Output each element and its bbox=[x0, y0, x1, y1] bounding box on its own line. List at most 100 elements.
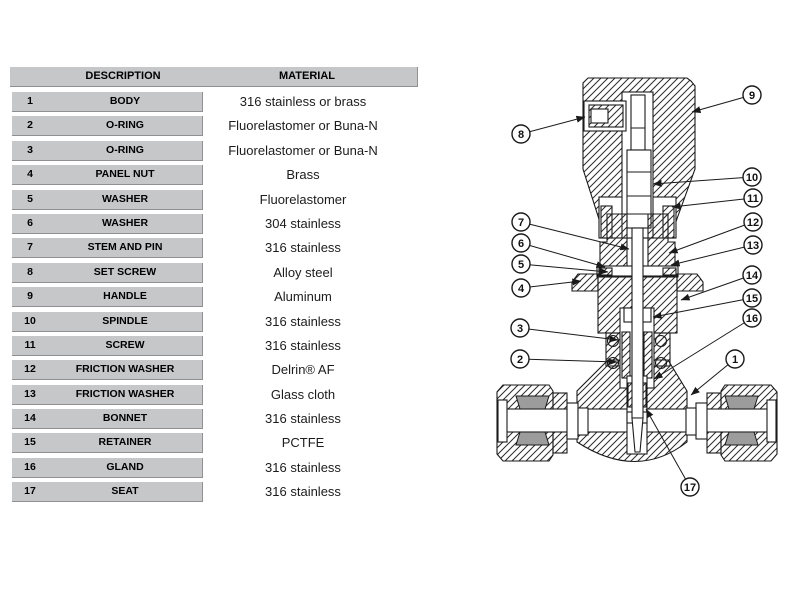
part-description: SET SCREW bbox=[93, 265, 157, 278]
table-row: 11 SCREW 316 stainless bbox=[12, 335, 417, 356]
part-number: 10 bbox=[24, 314, 36, 327]
callout-circle-16 bbox=[742, 308, 762, 328]
header-material: MATERIAL bbox=[278, 70, 335, 82]
part-material: Fluorelastomer or Buna-N bbox=[228, 142, 378, 158]
flow-tubes bbox=[497, 395, 777, 446]
row-bar: 4 PANEL NUT bbox=[12, 165, 203, 186]
table-row: 1 BODY 316 stainless or brass bbox=[12, 92, 417, 112]
part-number: 4 bbox=[27, 168, 33, 181]
stem-tip bbox=[631, 417, 644, 453]
row-bar: 15 RETAINER bbox=[12, 433, 203, 454]
part-number: 1 bbox=[27, 95, 33, 107]
callout-number-5: 5 bbox=[518, 259, 524, 271]
callout-leader-14 bbox=[680, 274, 753, 301]
row-bar: 2 O-RING bbox=[12, 116, 203, 137]
parts-table-body: 1 BODY 316 stainless or brass 2 O-RING F… bbox=[10, 92, 417, 503]
part-material: PCTFE bbox=[281, 435, 325, 451]
table-row: 7 STEM AND PIN 316 stainless bbox=[12, 238, 417, 259]
callout-circle-4 bbox=[511, 278, 531, 298]
callout-number-7: 7 bbox=[518, 217, 524, 229]
row-bar: 14 BONNET bbox=[12, 409, 203, 430]
o-ring bbox=[654, 334, 668, 348]
callout-number-11: 11 bbox=[747, 193, 759, 205]
o-ring bbox=[654, 356, 668, 370]
row-bar: 8 SET SCREW bbox=[12, 262, 203, 283]
callout-number-14: 14 bbox=[746, 270, 759, 282]
callout-circle-13 bbox=[743, 235, 763, 255]
table-row: 3 O-RING Fluorelastomer or Buna-N bbox=[12, 140, 417, 161]
part-number: 13 bbox=[24, 387, 36, 400]
row-bar: 11 SCREW bbox=[12, 335, 203, 356]
table-header-row: DESCRIPTION MATERIAL bbox=[10, 67, 418, 87]
part-number: 9 bbox=[27, 290, 33, 303]
part-description: BODY bbox=[109, 95, 141, 107]
callout-number-16: 16 bbox=[746, 313, 758, 325]
part-description: GLAND bbox=[106, 460, 144, 473]
row-bar: 12 FRICTION WASHER bbox=[12, 360, 203, 381]
part-description: RETAINER bbox=[98, 436, 152, 449]
callout-circle-7 bbox=[511, 212, 531, 232]
callout-number-6: 6 bbox=[518, 238, 524, 250]
gland-assembly bbox=[606, 227, 668, 455]
table-row: 12 FRICTION WASHER Delrin® AF bbox=[12, 360, 417, 381]
callout-circle-9 bbox=[742, 85, 762, 105]
table-row: 13 FRICTION WASHER Glass cloth bbox=[12, 384, 417, 405]
callout-leader-2 bbox=[519, 358, 618, 366]
part-material: Aluminum bbox=[274, 289, 332, 305]
callout-circle-11 bbox=[743, 188, 763, 208]
part-number: 6 bbox=[27, 216, 33, 229]
callout-circle-5 bbox=[511, 254, 531, 274]
part-material: 316 stainless or brass bbox=[239, 94, 367, 109]
row-bar: 1 BODY bbox=[12, 92, 203, 112]
part-material: Alloy steel bbox=[273, 264, 333, 280]
table-row: 5 WASHER Fluorelastomer bbox=[12, 189, 417, 210]
callout-leader-12 bbox=[668, 221, 754, 254]
part-description: WASHER bbox=[101, 216, 149, 229]
part-material: Brass bbox=[286, 167, 320, 183]
spindle bbox=[626, 94, 652, 229]
callout-circle-1 bbox=[725, 349, 745, 369]
row-bar: 7 STEM AND PIN bbox=[12, 238, 203, 259]
ferrule bbox=[515, 431, 550, 446]
row-bar: 3 O-RING bbox=[12, 140, 203, 161]
table-row: 6 WASHER 304 stainless bbox=[12, 213, 417, 234]
callout-leader-15 bbox=[652, 297, 753, 319]
callout-circle-15 bbox=[742, 288, 762, 308]
callout-number-1: 1 bbox=[732, 354, 738, 366]
part-number: 3 bbox=[27, 143, 33, 156]
part-number: 15 bbox=[24, 436, 36, 449]
row-bar: 6 WASHER bbox=[12, 213, 203, 234]
set-screw bbox=[583, 100, 627, 132]
part-material: Fluorelastomer bbox=[259, 191, 347, 207]
callout-leader-6 bbox=[520, 242, 606, 269]
part-description: FRICTION WASHER bbox=[75, 363, 175, 376]
callout-leader-17 bbox=[645, 408, 691, 488]
part-description: BONNET bbox=[102, 412, 148, 425]
part-number: 14 bbox=[24, 412, 36, 425]
table-row: 8 SET SCREW Alloy steel bbox=[12, 262, 417, 283]
callout-number-8: 8 bbox=[518, 129, 524, 141]
part-material: Fluorelastomer or Buna-N bbox=[228, 118, 378, 134]
callout-number-15: 15 bbox=[746, 293, 758, 305]
part-number: 12 bbox=[24, 363, 36, 376]
o-ring bbox=[606, 356, 620, 370]
table-row: 14 BONNET 316 stainless bbox=[12, 409, 417, 430]
callout-leader-7 bbox=[520, 221, 630, 251]
part-material: 304 stainless bbox=[265, 215, 341, 231]
part-number: 7 bbox=[27, 241, 33, 254]
table-row: 4 PANEL NUT Brass bbox=[12, 165, 417, 186]
row-bar: 13 FRICTION WASHER bbox=[12, 384, 203, 405]
part-description: SCREW bbox=[105, 338, 145, 351]
callout-circle-3 bbox=[510, 318, 530, 338]
callout-number-17: 17 bbox=[684, 482, 696, 494]
part-material: Glass cloth bbox=[270, 386, 336, 402]
callout-leader-5 bbox=[520, 263, 609, 275]
table-row: 15 RETAINER PCTFE bbox=[12, 433, 417, 454]
part-description: O-RING bbox=[106, 143, 144, 156]
callout-leader-16 bbox=[653, 317, 753, 380]
ferrule bbox=[724, 431, 759, 446]
part-material: 316 stainless bbox=[265, 411, 341, 427]
parts-table: DESCRIPTION MATERIAL 1 BODY 316 stainles… bbox=[10, 67, 418, 507]
callout-leader-10 bbox=[652, 176, 753, 187]
